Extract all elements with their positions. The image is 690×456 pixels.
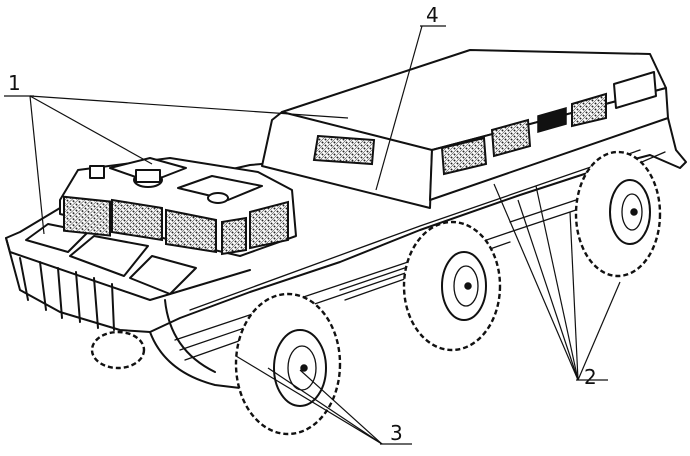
side-window-2: [490, 118, 532, 158]
wheel-rear: [574, 150, 662, 278]
cargo-body: [261, 49, 669, 209]
wheel-middle: [402, 220, 502, 352]
wheel-front: [234, 292, 342, 436]
side-window-5: [613, 71, 657, 109]
front-hatch-center: [69, 235, 149, 277]
leader-lines: [4, 25, 621, 445]
roof-hatch-right: [207, 192, 229, 204]
cab-window-4: [221, 216, 247, 256]
callout-label-4: 4: [426, 3, 439, 27]
side-window-1: [440, 136, 488, 176]
callout-label-1: 1: [8, 71, 21, 95]
cab-window-2: [111, 198, 163, 242]
hull-lower-curve: [149, 331, 241, 389]
side-window-3: [537, 107, 567, 133]
side-window-4: [571, 92, 607, 128]
wheel-front-far: [90, 330, 146, 370]
cab-window-5: [249, 200, 289, 250]
cab-window-3: [165, 208, 217, 254]
cab: [59, 157, 297, 257]
front-grille: [5, 237, 251, 331]
front-hatch-right: [129, 255, 197, 295]
front-window: [312, 134, 376, 166]
callout-label-2: 2: [584, 365, 597, 389]
cab-window-1: [63, 195, 111, 237]
callout-label-3: 3: [390, 421, 403, 445]
